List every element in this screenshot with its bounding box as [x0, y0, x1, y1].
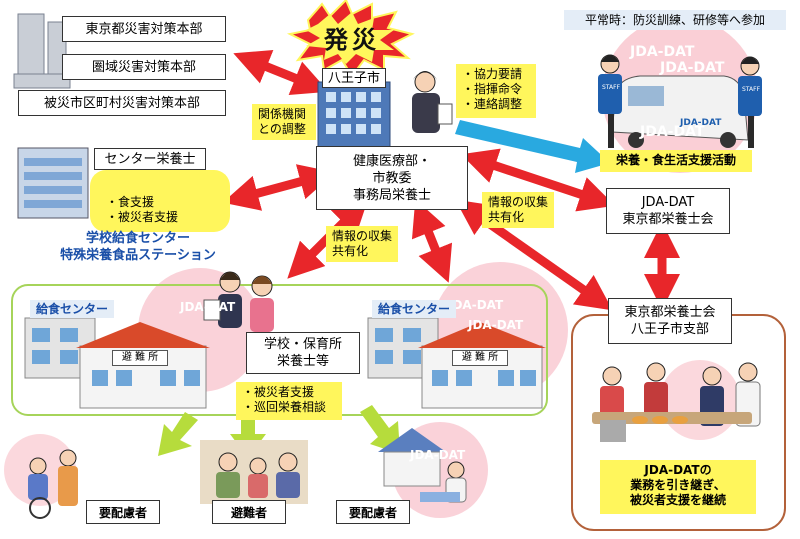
jda-watermark-3: JDA-DAT [640, 124, 705, 140]
arrow-green-right [360, 405, 400, 454]
jda-watermark-2: JDA-DAT [660, 60, 725, 76]
officer-person-icon [412, 71, 453, 133]
staff-tag-left: STAFF [602, 84, 621, 91]
staff-person-left-icon [598, 54, 622, 148]
info-note-right: 情報の収集 共有化 [482, 192, 554, 228]
center-nutritionist-box: センター栄養士 [94, 148, 206, 170]
home-care-icon [378, 428, 467, 503]
center-tasks-bubble: ・食支援 ・被災者支援 [90, 170, 230, 232]
requests-note: ・協力要請 ・指揮命令 ・連絡調整 [456, 64, 536, 118]
school-tasks-note: ・被災者支援 ・巡回栄養相談 [236, 382, 342, 420]
kitchen-building-left-icon [24, 317, 210, 409]
kitchen-label-right: 給食センター [372, 300, 456, 318]
coordination-note: 関係機関 との調整 [252, 104, 316, 140]
arrow-green-left [158, 412, 198, 456]
disaster-burst-inner [306, 12, 394, 64]
jda-watermark-7: JDA-DAT [410, 448, 466, 462]
continue-note: JDA-DATの 業務を引き継ぎ、 被災者支援を継続 [600, 460, 756, 514]
municipal-hq-box: 被災市区町村災害対策本部 [18, 90, 226, 116]
jda-watermark-5: JDA-DAT [448, 298, 504, 312]
disaster-label: 発災 [324, 26, 380, 54]
kitchen-building-right-icon [367, 317, 546, 409]
government-building-icon [13, 13, 71, 89]
center-tasks-text: ・食支援 ・被災者支援 [106, 195, 179, 224]
arrow-center-health [222, 164, 336, 211]
branch-people-icon [592, 362, 761, 442]
kitchen-center-building-icon [17, 147, 89, 219]
van-label: JDA-DAT [680, 118, 722, 128]
target-left-label: 要配慮者 [86, 500, 160, 524]
jda-activity-label: 栄養・食生活支援活動 [600, 150, 752, 172]
jda-watermark-4: JDA-DAT [180, 300, 236, 314]
jda-watermark-1: JDA-DAT [630, 44, 695, 60]
arrow-health-jda [460, 148, 616, 212]
target-right-label: 要配慮者 [336, 500, 410, 524]
arrow-city-jda-blue [455, 120, 610, 173]
shelter-sign-right: 避 難 所 [452, 350, 508, 366]
region-hq-box: 圏域災害対策本部 [62, 54, 226, 80]
tokyo-hq-box: 東京都災害対策本部 [62, 16, 226, 42]
peacetime-label: 平常時：防災訓練、研修等へ参加 [564, 10, 786, 30]
jda-watermark-6: JDA-DAT [468, 318, 524, 332]
city-label-box: 八王子市 [322, 68, 386, 88]
kitchen-label-left: 給食センター [30, 300, 114, 318]
branch-box: 東京都栄養士会 八王子市支部 [608, 298, 732, 344]
staff-tag-right: STAFF [742, 86, 761, 93]
shelter-sign-left: 避 難 所 [112, 350, 168, 366]
target-middle-label: 避難者 [212, 500, 286, 524]
arrow-green-mid [230, 412, 266, 458]
arrow-health-schoolright [411, 199, 453, 283]
school-nutritionists-box: 学校・保育所 栄養士等 [246, 332, 360, 374]
wheelchair-person-icon [28, 449, 78, 519]
center-station-label: 学校給食センター 特殊栄養食品ステーション [60, 231, 216, 263]
info-note-left: 情報の収集 共有化 [326, 226, 398, 262]
health-dept-box: 健康医療部・ 市教委 事務局栄養士 [316, 146, 468, 210]
evacuees-family-icon [200, 440, 308, 504]
jda-tokyo-box: JDA-DAT 東京都栄養士会 [606, 188, 730, 234]
staff-person-right-icon [738, 56, 762, 148]
nutritionists-people-icon [203, 271, 274, 332]
arrow-hq-city [233, 50, 329, 95]
